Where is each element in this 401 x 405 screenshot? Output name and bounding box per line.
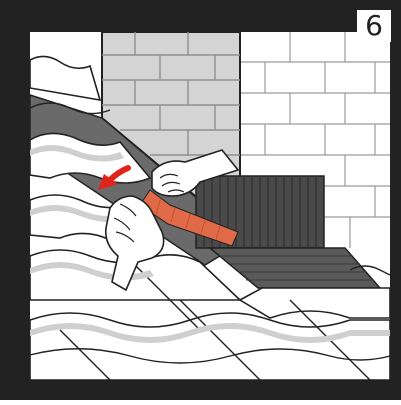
step-number: 6 — [357, 10, 391, 42]
